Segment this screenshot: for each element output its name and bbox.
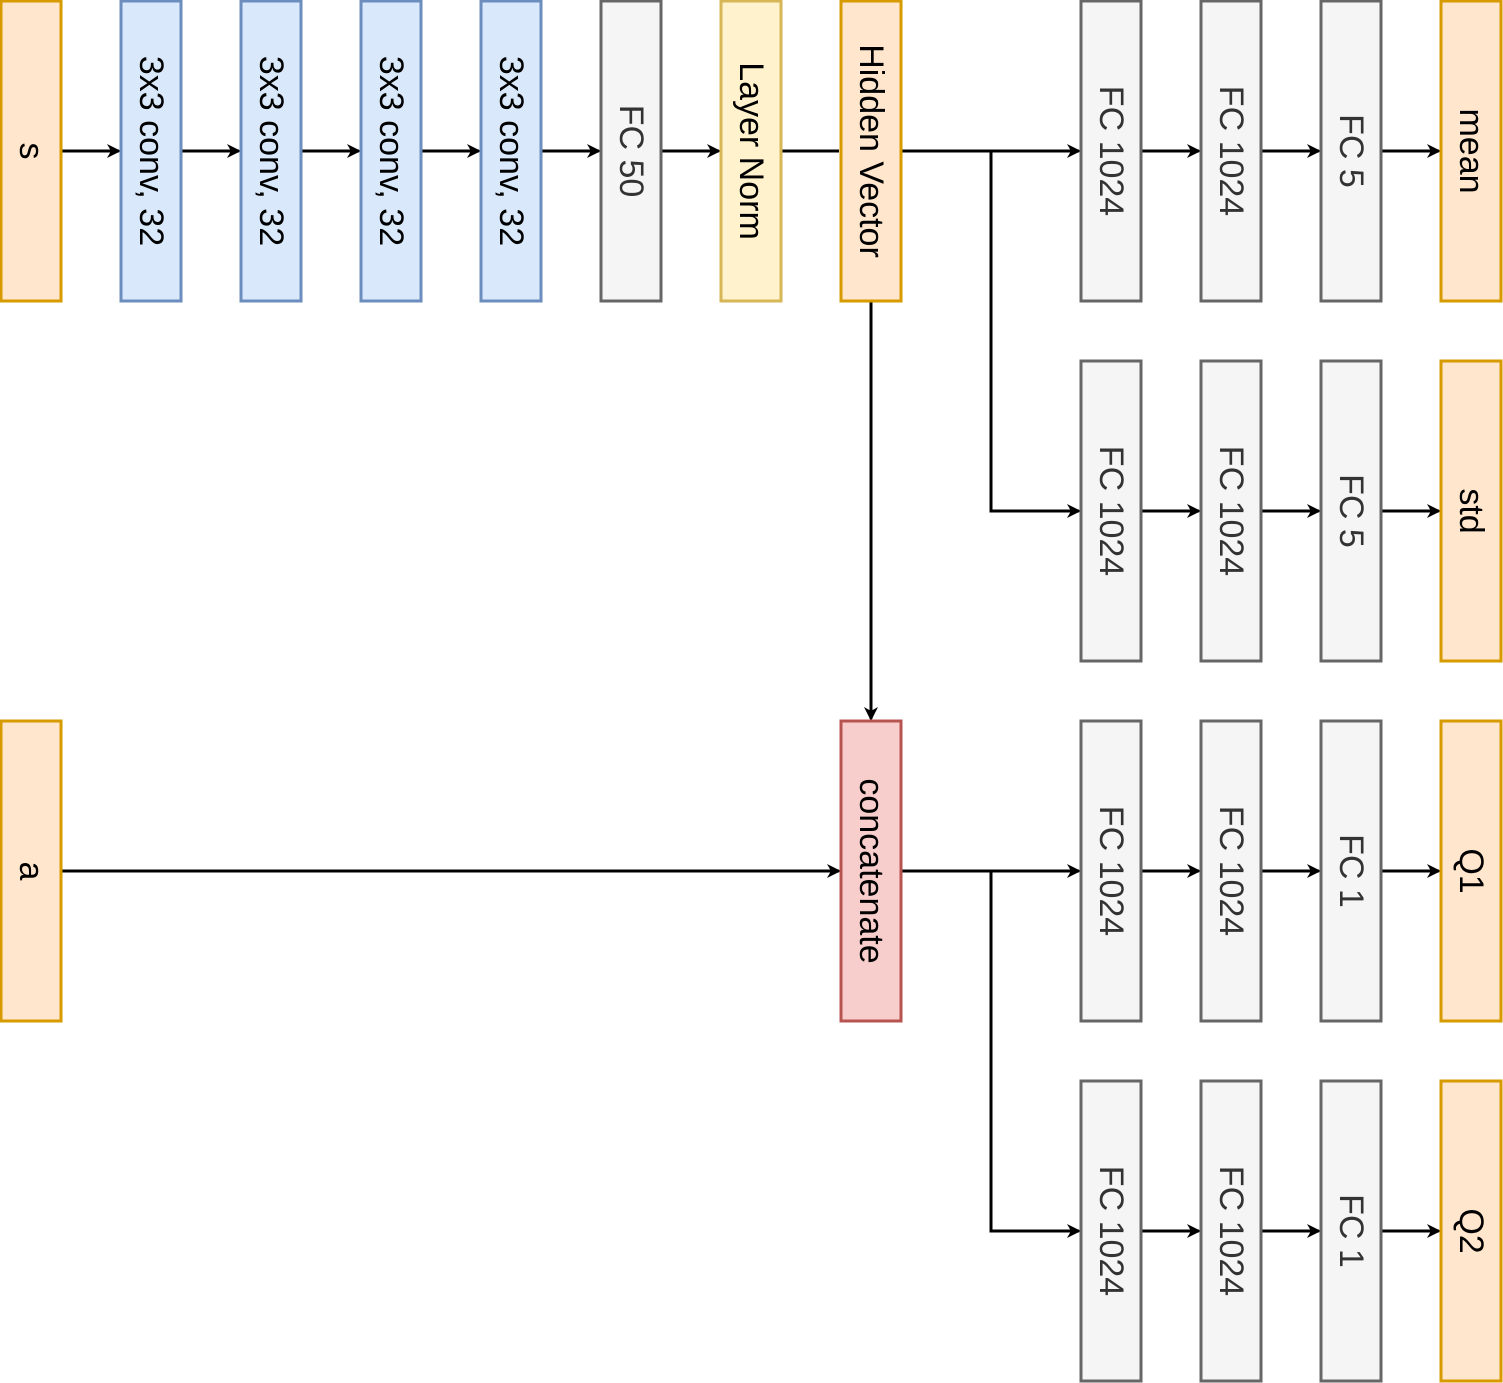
node-label: FC 50: [612, 105, 650, 198]
node-label: s: [12, 143, 50, 160]
node-conv3: 3x3 conv, 32: [359, 0, 423, 303]
node-box: [1319, 0, 1383, 303]
node-q2-fc1: FC 1024: [1079, 1079, 1143, 1383]
node-label: FC 1024: [1092, 86, 1130, 216]
node-hidden: Hidden Vector: [839, 0, 903, 303]
node-std: std: [1439, 359, 1503, 663]
node-std-fc3: FC 5: [1319, 359, 1383, 663]
node-layernorm: Layer Norm: [719, 0, 783, 303]
node-label: FC 1024: [1212, 446, 1250, 576]
node-fc50: FC 50: [599, 0, 663, 303]
node-label: Hidden Vector: [852, 44, 890, 258]
node-label: 3x3 conv, 32: [252, 56, 290, 246]
node-box: [1319, 359, 1383, 663]
node-box: [1079, 359, 1143, 663]
node-s: s: [0, 0, 63, 303]
node-box: [1079, 0, 1143, 303]
node-conv1: 3x3 conv, 32: [119, 0, 183, 303]
node-q1-fc1: FC 1024: [1079, 719, 1143, 1023]
node-box: [599, 0, 663, 303]
node-mean-fc3: FC 5: [1319, 0, 1383, 303]
node-box: [1079, 1079, 1143, 1383]
node-box: [1439, 359, 1503, 663]
node-box: [839, 0, 903, 303]
edges-layer: [61, 144, 1441, 1238]
node-label: FC 1: [1332, 1194, 1370, 1268]
node-box: [0, 0, 63, 303]
node-label: mean: [1452, 108, 1490, 193]
node-q1-fc3: FC 1: [1319, 719, 1383, 1023]
node-conv4: 3x3 conv, 32: [479, 0, 543, 303]
node-q2-fc2: FC 1024: [1199, 1079, 1263, 1383]
node-label: FC 5: [1332, 474, 1370, 548]
node-box: [1439, 0, 1503, 303]
node-box: [1319, 719, 1383, 1023]
node-label: FC 5: [1332, 114, 1370, 188]
node-concat: concatenate: [839, 719, 903, 1023]
node-label: a: [12, 862, 50, 881]
node-q2: Q2: [1439, 1079, 1503, 1383]
node-label: 3x3 conv, 32: [132, 56, 170, 246]
node-q2-fc3: FC 1: [1319, 1079, 1383, 1383]
node-label: FC 1024: [1212, 806, 1250, 936]
node-mean-fc1: FC 1024: [1079, 0, 1143, 303]
node-box: [1439, 719, 1503, 1023]
node-label: std: [1452, 488, 1490, 533]
node-q1: Q1: [1439, 719, 1503, 1023]
node-label: FC 1024: [1212, 86, 1250, 216]
node-box: [1079, 719, 1143, 1023]
node-label: FC 1024: [1212, 1166, 1250, 1296]
node-label: FC 1024: [1092, 446, 1130, 576]
node-label: Layer Norm: [732, 62, 770, 240]
node-a: a: [0, 719, 63, 1023]
node-box: [1319, 1079, 1383, 1383]
edge-concat-to-q2-fc1: [901, 869, 1081, 1238]
node-label: FC 1024: [1092, 1166, 1130, 1296]
node-box: [1199, 1079, 1263, 1383]
node-label: 3x3 conv, 32: [492, 56, 530, 246]
node-box: [719, 0, 783, 303]
node-box: [119, 0, 183, 303]
node-std-fc2: FC 1024: [1199, 359, 1263, 663]
node-box: [1439, 1079, 1503, 1383]
node-mean: mean: [1439, 0, 1503, 303]
node-label: FC 1024: [1092, 806, 1130, 936]
node-conv2: 3x3 conv, 32: [239, 0, 303, 303]
node-label: Q2: [1452, 1208, 1490, 1253]
node-label: concatenate: [852, 778, 890, 963]
node-std-fc1: FC 1024: [1079, 359, 1143, 663]
node-label: Q1: [1452, 848, 1490, 893]
node-box: [1199, 359, 1263, 663]
node-q1-fc2: FC 1024: [1199, 719, 1263, 1023]
node-box: [1199, 719, 1263, 1023]
node-label: 3x3 conv, 32: [372, 56, 410, 246]
node-box: [239, 0, 303, 303]
node-box: [479, 0, 543, 303]
node-label: FC 1: [1332, 834, 1370, 908]
node-box: [1199, 0, 1263, 303]
node-mean-fc2: FC 1024: [1199, 0, 1263, 303]
node-box: [839, 719, 903, 1023]
node-box: [0, 719, 63, 1023]
node-box: [359, 0, 423, 303]
edge-hidden-to-std-fc1: [901, 149, 1081, 518]
